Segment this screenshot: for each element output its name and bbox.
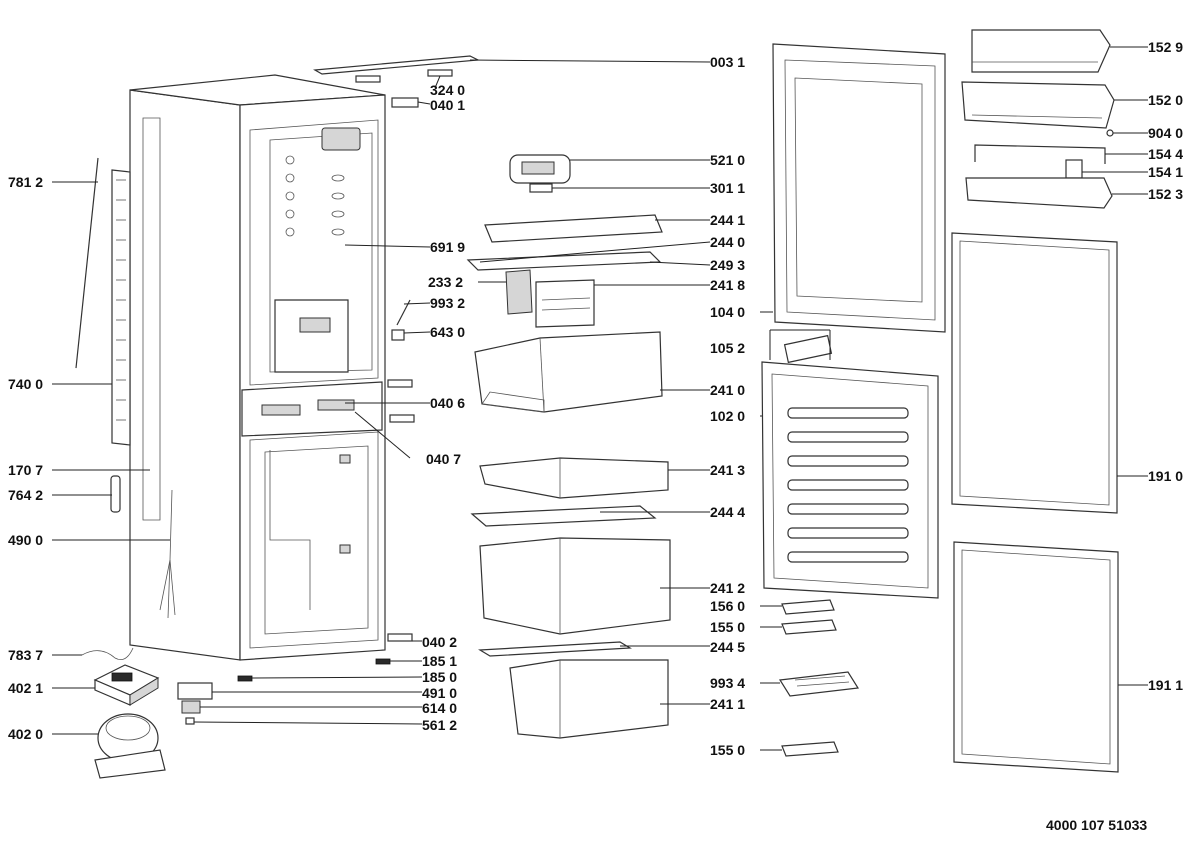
label-241-0: 241 0 [710,382,745,398]
label-324-0: 324 0 [430,82,465,98]
label-154-4: 154 4 [1148,146,1183,162]
cabinet-body [129,74,386,661]
label-993-2: 993 2 [430,295,465,311]
right-side-parts [951,29,1119,773]
label-152-9: 152 9 [1148,39,1183,55]
label-040-2: 040 2 [422,634,457,650]
label-233-2: 233 2 [428,274,463,290]
left-side-parts [75,157,391,779]
label-643-0: 643 0 [430,324,465,340]
label-185-1: 185 1 [422,653,457,669]
label-783-7: 783 7 [8,647,43,663]
label-185-0: 185 0 [422,669,457,685]
label-691-9: 691 9 [430,239,465,255]
label-402-1: 402 1 [8,680,43,696]
label-781-2: 781 2 [8,174,43,190]
label-244-0: 244 0 [710,234,745,250]
label-244-1: 244 1 [710,212,745,228]
label-191-1: 191 1 [1148,677,1183,693]
middle-parts [466,154,671,739]
label-191-0: 191 0 [1148,468,1183,484]
label-521-0: 521 0 [710,152,745,168]
label-993-4: 993 4 [710,675,745,691]
label-040-7: 040 7 [426,451,461,467]
label-040-1: 040 1 [430,97,465,113]
doors [761,43,946,757]
label-241-1: 241 1 [710,696,745,712]
label-241-3: 241 3 [710,462,745,478]
label-561-2: 561 2 [422,717,457,733]
label-764-2: 764 2 [8,487,43,503]
label-614-0: 614 0 [422,700,457,716]
document-number: 4000 107 51033 [1046,817,1147,833]
label-040-6: 040 6 [430,395,465,411]
label-105-2: 105 2 [710,340,745,356]
label-155-0-b: 155 0 [710,742,745,758]
label-154-1: 154 1 [1148,164,1183,180]
label-301-1: 301 1 [710,180,745,196]
label-102-0: 102 0 [710,408,745,424]
label-490-0: 490 0 [8,532,43,548]
label-104-0: 104 0 [710,304,745,320]
label-170-7: 170 7 [8,462,43,478]
label-241-2: 241 2 [710,580,745,596]
label-402-0: 402 0 [8,726,43,742]
label-244-4: 244 4 [710,504,745,520]
label-244-5: 244 5 [710,639,745,655]
label-152-0: 152 0 [1148,92,1183,108]
label-249-3: 249 3 [710,257,745,273]
label-156-0: 156 0 [710,598,745,614]
label-904-0: 904 0 [1148,125,1183,141]
label-740-0: 740 0 [8,376,43,392]
label-155-0-a: 155 0 [710,619,745,635]
label-241-8: 241 8 [710,277,745,293]
leader-lines [52,46,1148,751]
label-491-0: 491 0 [422,685,457,701]
label-003-1: 003 1 [710,54,745,70]
part-labels: 003 1 324 0 040 1 781 2 691 9 740 0 233 … [8,39,1183,833]
label-152-3: 152 3 [1148,186,1183,202]
